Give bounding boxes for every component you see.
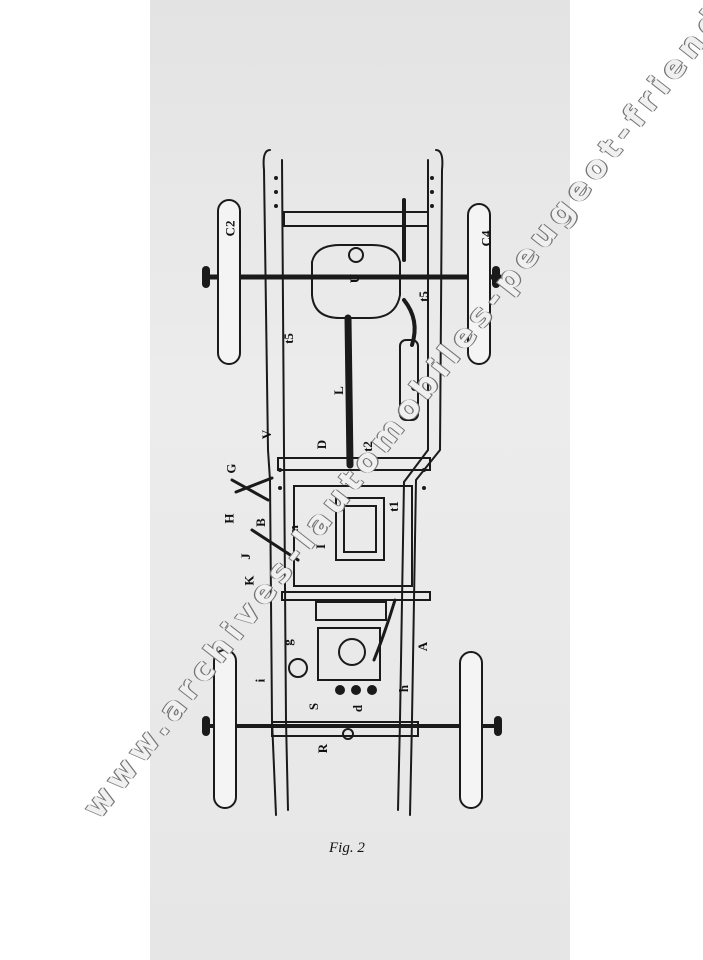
- label-t5-right: t5: [415, 291, 431, 302]
- label-a: A: [415, 641, 431, 652]
- starting-crank: [342, 728, 354, 740]
- rear-right-wheel: [467, 203, 491, 365]
- label-s: S: [306, 702, 322, 711]
- label-g-lower: g: [279, 639, 295, 646]
- left-frame-rail-inner: [281, 159, 289, 811]
- differential-housing: [311, 244, 401, 319]
- engine-cylinder-cap: [338, 638, 366, 666]
- gearbox-cover: [343, 505, 377, 553]
- figure-caption: Fig. 2: [329, 840, 365, 856]
- label-d-lower: d: [350, 704, 366, 713]
- label-l: L: [330, 386, 346, 395]
- engine-subframe: [293, 485, 413, 587]
- label-h-lower: h: [396, 684, 412, 693]
- carburettor: [288, 658, 308, 678]
- flywheel: [315, 601, 387, 621]
- middle-crossmember: [277, 457, 431, 471]
- brake-lever: [230, 478, 270, 502]
- label-b: B: [252, 518, 268, 527]
- right-frame-rail-inner: [397, 159, 429, 811]
- label-t5-left: t5: [280, 333, 296, 344]
- right-frame-rail: [409, 149, 444, 816]
- label-g: G: [223, 463, 239, 474]
- differential-hub: [348, 247, 364, 263]
- front-left-wheel: [213, 649, 237, 809]
- radiator-hose: [372, 598, 397, 662]
- rear-crossmember: [283, 211, 429, 227]
- dash-crossmember: [281, 591, 431, 601]
- front-crossmember: [271, 721, 419, 737]
- muffler: [399, 339, 419, 421]
- label-c4: C4: [478, 230, 494, 247]
- engine-block: [317, 627, 381, 681]
- label-t1: t1: [385, 501, 401, 512]
- label-d: D: [314, 439, 330, 450]
- label-h-upper: H: [221, 513, 237, 524]
- steering-column: [250, 528, 300, 562]
- gearbox: [335, 497, 385, 561]
- label-u: U: [347, 273, 363, 284]
- drag-link: [234, 476, 274, 494]
- label-c2: C2: [222, 220, 238, 237]
- label-i-lower: i: [252, 678, 268, 683]
- exhaust-pipe: [402, 298, 417, 347]
- left-frame-rail: [262, 149, 277, 816]
- rear-left-wheel: [217, 199, 241, 365]
- front-right-wheel: [459, 651, 483, 809]
- label-v: V: [259, 429, 275, 440]
- label-r: R: [315, 743, 331, 754]
- propeller-shaft: [344, 314, 354, 469]
- label-j: J: [237, 553, 253, 560]
